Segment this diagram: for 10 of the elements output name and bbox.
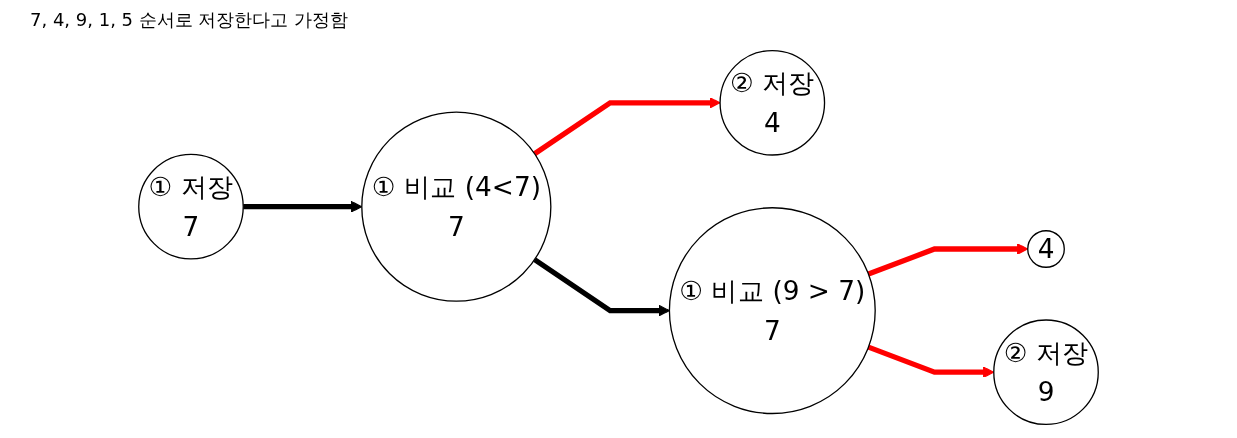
node-circle: ② 저장 4	[719, 49, 826, 156]
node-circle: ① 비교 (9 > 7) 7	[668, 207, 876, 415]
arrow	[243, 200, 363, 213]
arrow	[533, 257, 670, 317]
node-circle: ① 저장 7	[138, 153, 244, 260]
node-circle: ① 비교 (4<7) 7	[361, 111, 552, 302]
arrow	[533, 97, 721, 156]
node-circle: 4	[1027, 230, 1065, 268]
title: 7, 4, 9, 1, 5 순서로 저장한다고 가정함	[30, 8, 349, 32]
node-circle: ② 저장 9	[993, 319, 1099, 426]
